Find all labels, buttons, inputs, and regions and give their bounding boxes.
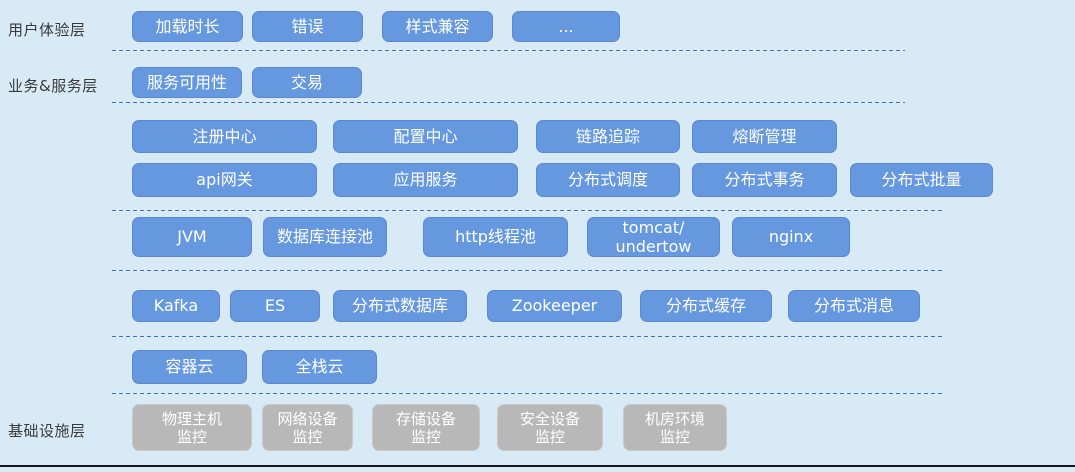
node-api-gateway: api网关 [132, 163, 317, 197]
node-zookeeper: Zookeeper [487, 290, 622, 322]
node-errors: 错误 [252, 11, 363, 42]
node-jvm: JVM [132, 217, 252, 257]
node-full-stack-cloud: 全栈云 [262, 350, 377, 384]
node-physical-host-monitor: 物理主机 监控 [132, 404, 252, 451]
layer-divider-3 [112, 210, 943, 211]
layer-divider-2 [112, 102, 905, 103]
node-trace-tracking: 链路追踪 [536, 120, 680, 153]
node-network-device-monitor: 网络设备 监控 [262, 404, 353, 451]
layer-divider-4 [112, 270, 943, 271]
node-config-center: 配置中心 [333, 120, 518, 153]
node-distributed-transaction: 分布式事务 [692, 163, 837, 197]
node-service-availability: 服务可用性 [132, 67, 242, 98]
node-transaction: 交易 [252, 67, 362, 98]
node-http-thread-pool: http线程池 [423, 217, 568, 257]
node-distributed-message: 分布式消息 [788, 290, 920, 322]
node-kafka: Kafka [132, 290, 220, 322]
node-container-cloud: 容器云 [132, 350, 247, 384]
layer-label-user-experience: 用户体验层 [8, 21, 86, 39]
layer-divider-1 [112, 50, 905, 51]
node-distributed-database: 分布式数据库 [333, 290, 467, 322]
layer-label-business-service: 业务&服务层 [8, 77, 98, 95]
node-security-device-monitor: 安全设备 监控 [497, 404, 603, 451]
layer-divider-6 [112, 393, 943, 394]
node-app-service: 应用服务 [333, 163, 518, 197]
node-distributed-scheduling: 分布式调度 [536, 163, 680, 197]
bottom-border-line [0, 465, 1075, 467]
node-nginx: nginx [732, 217, 850, 257]
node-circuit-breaker: 熔断管理 [692, 120, 837, 153]
node-es: ES [230, 290, 320, 322]
layer-label-infrastructure: 基础设施层 [8, 422, 86, 440]
node-style-compatibility: 样式兼容 [382, 11, 493, 42]
layer-divider-5 [112, 336, 943, 337]
node-registry-center: 注册中心 [132, 120, 317, 153]
node-loading-duration: 加载时长 [132, 11, 243, 42]
node-storage-device-monitor: 存储设备 监控 [372, 404, 480, 451]
node-datacenter-env-monitor: 机房环境 监控 [623, 404, 727, 451]
node-more-ellipsis: ... [512, 11, 620, 42]
node-distributed-cache: 分布式缓存 [640, 290, 772, 322]
node-db-connection-pool: 数据库连接池 [263, 217, 387, 257]
node-distributed-batch: 分布式批量 [850, 163, 993, 197]
node-tomcat-undertow: tomcat/ undertow [587, 217, 720, 257]
